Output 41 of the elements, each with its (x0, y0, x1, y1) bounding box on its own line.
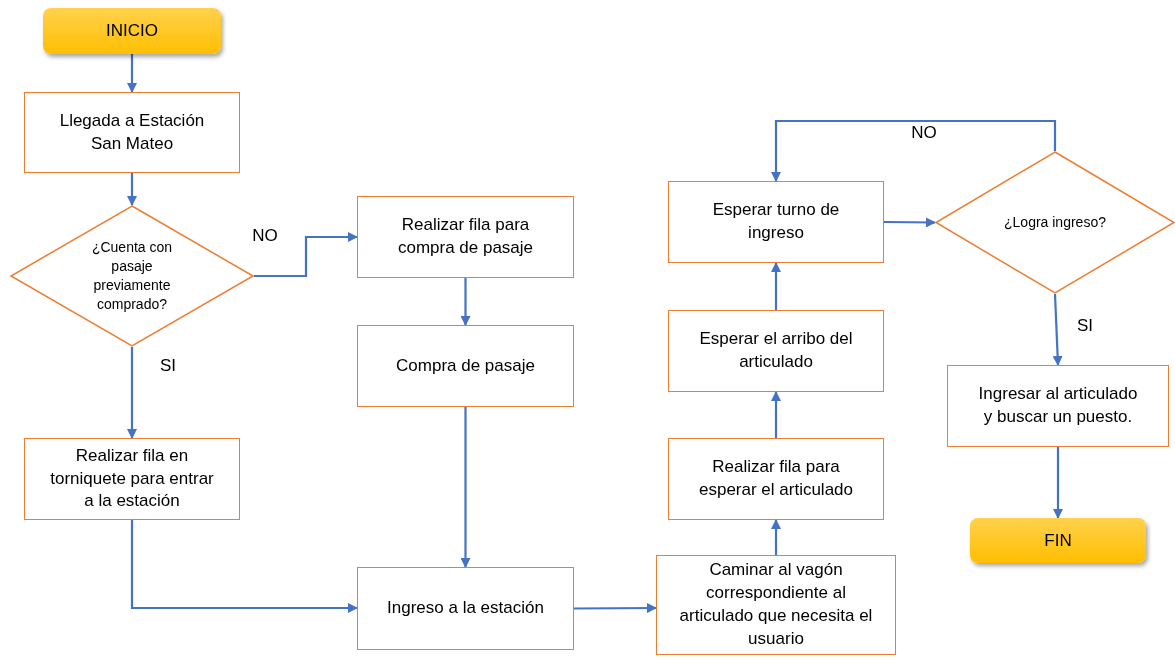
node-text: ¿Cuenta con pasaje previamente comprado? (90, 238, 174, 314)
node-text: Ingresar al articulado y buscar un puesto. (977, 383, 1139, 428)
node-text: Esperar el arribo del articulado (698, 328, 854, 373)
node-text: INICIO (105, 21, 159, 41)
process-box (24, 92, 240, 173)
node-text: Ingreso a la estación (386, 597, 545, 620)
arrow (460, 407, 471, 568)
arrow (130, 520, 358, 613)
arrow (1053, 447, 1063, 519)
node-text: ¿Logra ingreso? (1004, 213, 1106, 232)
arrow (254, 232, 358, 278)
arrow (574, 603, 657, 614)
node-text: Realizar fila en torniquete para entrar a la estación (49, 444, 215, 513)
node-text: Realizar fila para compra de pasaje (396, 214, 535, 259)
terminal-box (43, 8, 221, 54)
arrow (884, 217, 936, 228)
node-text: Llegada a Estación San Mateo (58, 109, 206, 155)
arrow (460, 278, 471, 326)
process-box (24, 438, 240, 520)
process-box (656, 555, 896, 655)
process-box (357, 567, 574, 650)
process-box (947, 365, 1169, 447)
arrow (771, 262, 781, 310)
node-text: Esperar turno de ingreso (711, 199, 841, 244)
node-text: Compra de pasaje (395, 354, 536, 377)
process-box (357, 325, 574, 407)
process-box (668, 310, 884, 392)
process-box (668, 438, 884, 520)
arrow (127, 347, 137, 439)
node-text: Caminar al vagón correspondiente al articulado que necesita el usuario (678, 559, 874, 650)
arrow (771, 119, 1057, 182)
arrow (127, 54, 137, 93)
process-box (357, 196, 574, 278)
terminal-box (970, 518, 1146, 563)
arrow (127, 173, 137, 206)
arrow (771, 519, 781, 555)
arrow (771, 391, 781, 438)
node-text: FIN (1043, 530, 1073, 551)
node-text: Realizar fila para esperar el articulado (698, 456, 854, 501)
arrow (1052, 293, 1063, 366)
process-box (668, 181, 884, 263)
